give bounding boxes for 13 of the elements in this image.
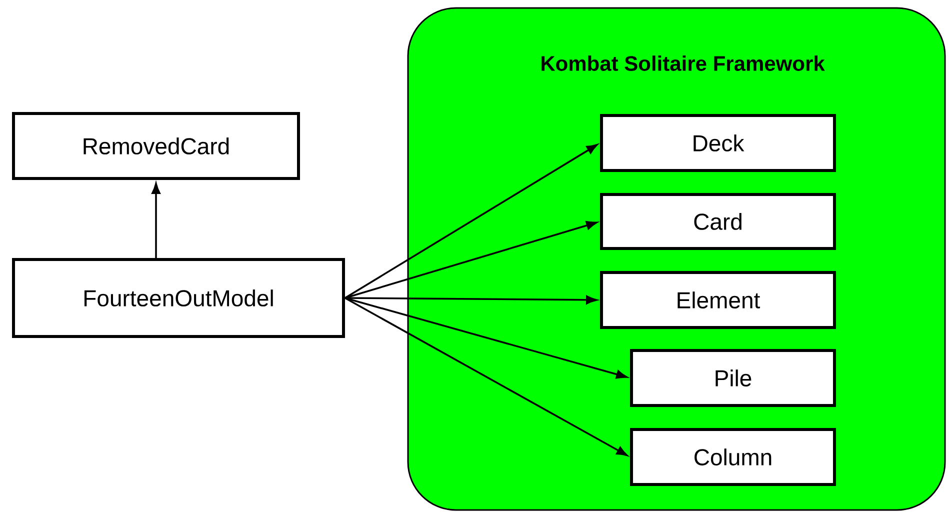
class-box: Card — [600, 193, 836, 250]
class-box: Deck — [600, 114, 836, 172]
arrow — [152, 182, 160, 258]
class-box: Pile — [630, 349, 836, 407]
arrow — [344, 144, 598, 299]
arrow — [344, 297, 628, 379]
class-box: Element — [600, 271, 836, 329]
arrow — [345, 296, 598, 304]
class-box: FourteenOutModel — [12, 258, 345, 338]
arrow — [344, 221, 598, 299]
class-box: Column — [630, 428, 836, 486]
class-box: RemovedCard — [12, 112, 300, 180]
arrow — [344, 297, 628, 456]
